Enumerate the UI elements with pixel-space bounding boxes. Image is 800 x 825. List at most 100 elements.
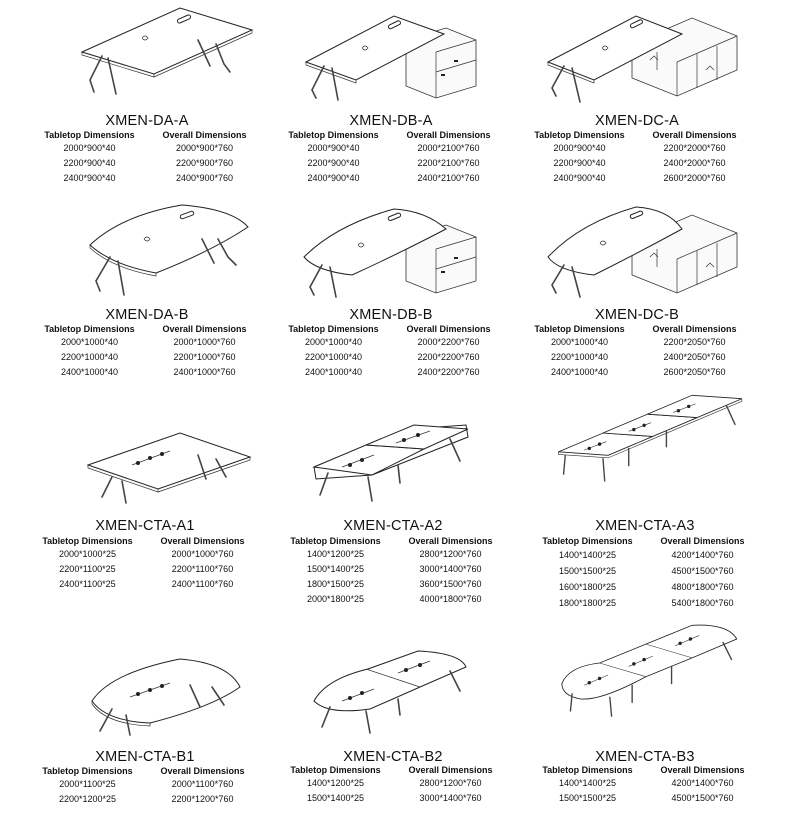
tabletop-header: Tabletop Dimensions bbox=[44, 130, 135, 140]
overall-value: 2200*1000*760 bbox=[173, 352, 236, 362]
three-section-conference-table-drawing bbox=[558, 394, 743, 482]
spec-table: Tabletop Dimensions Overall Dimensions 14… bbox=[278, 765, 508, 806]
tabletop-value: 1400*1400*25 bbox=[558, 778, 617, 788]
overall-value: 2400*1000*760 bbox=[173, 367, 236, 377]
tabletop-value: 2000*1800*25 bbox=[306, 594, 365, 604]
three-section-oval-conference-table-drawing bbox=[561, 624, 738, 717]
spec-row: 2000*1100*25 2000*1100*760 bbox=[30, 777, 260, 792]
tabletop-value: 1400*1200*25 bbox=[306, 549, 365, 559]
tabletop-value: 2200*900*40 bbox=[63, 158, 116, 168]
two-section-oval-conference-table-drawing bbox=[313, 650, 467, 734]
overall-header: Overall Dimensions bbox=[652, 324, 737, 334]
tabletop-value: 2000*1000*40 bbox=[60, 337, 119, 347]
overall-header: Overall Dimensions bbox=[160, 766, 245, 776]
rounded-desk-with-cabinet-drawing bbox=[303, 208, 477, 298]
rounded-desk-with-side-cabinet-drawing bbox=[547, 206, 738, 298]
model-name: XMEN-DC-B bbox=[595, 307, 679, 323]
spec-row: 2000*1000*40 2000*1000*760 bbox=[32, 335, 262, 350]
tabletop-value: 2200*1100*25 bbox=[59, 564, 116, 574]
tabletop-header: Tabletop Dimensions bbox=[290, 536, 381, 546]
overall-value: 2400*2100*760 bbox=[417, 173, 480, 183]
conference-table-drawing bbox=[86, 432, 252, 504]
tabletop-value: 1400*1200*25 bbox=[306, 778, 365, 788]
overall-value: 4000*1800*760 bbox=[419, 594, 482, 604]
oval-conference-table-drawing bbox=[91, 658, 241, 736]
model-name: XMEN-DB-A bbox=[349, 113, 433, 129]
tabletop-header: Tabletop Dimensions bbox=[542, 765, 633, 775]
overall-header: Overall Dimensions bbox=[408, 765, 493, 775]
overall-value: 4500*1500*760 bbox=[671, 793, 734, 803]
overall-value: 3000*1400*760 bbox=[419, 793, 482, 803]
overall-value: 2000*2200*760 bbox=[417, 337, 480, 347]
tabletop-value: 1500*1400*25 bbox=[306, 793, 365, 803]
tabletop-header: Tabletop Dimensions bbox=[534, 130, 625, 140]
spec-table: Tabletop Dimensions Overall Dimensions 20… bbox=[30, 766, 260, 807]
model-name: XMEN-CTA-A1 bbox=[95, 518, 195, 534]
spec-row: 2200*1100*25 2200*1100*760 bbox=[30, 562, 260, 577]
desk-with-side-cabinet-drawing bbox=[546, 15, 738, 103]
tabletop-value: 1800*1500*25 bbox=[306, 579, 365, 589]
overall-value: 2200*2000*760 bbox=[663, 143, 726, 153]
overall-value: 2000*900*760 bbox=[175, 143, 234, 153]
desk-with-cabinet-drawing bbox=[304, 15, 477, 101]
tabletop-value: 2000*1100*25 bbox=[59, 779, 116, 789]
model-name: XMEN-CTA-A3 bbox=[595, 518, 695, 534]
overall-value: 4200*1400*760 bbox=[671, 550, 734, 560]
overall-value: 2000*1100*760 bbox=[171, 779, 234, 789]
overall-value: 2000*1000*760 bbox=[171, 549, 234, 559]
overall-header: Overall Dimensions bbox=[162, 130, 247, 140]
overall-value: 2200*1100*760 bbox=[171, 564, 234, 574]
overall-value: 2800*1200*760 bbox=[419, 778, 482, 788]
overall-value: 5400*1800*760 bbox=[671, 598, 734, 608]
overall-value: 2400*900*760 bbox=[175, 173, 234, 183]
overall-value: 2800*1200*760 bbox=[419, 549, 482, 559]
spec-row: 1400*1200*25 2800*1200*760 bbox=[278, 776, 508, 791]
overall-value: 2400*2000*760 bbox=[663, 158, 726, 168]
tabletop-value: 2200*1000*40 bbox=[304, 352, 363, 362]
overall-header: Overall Dimensions bbox=[660, 536, 745, 546]
desk-drawing bbox=[80, 7, 254, 95]
tabletop-value: 2200*1200*25 bbox=[58, 794, 117, 804]
model-name: XMEN-CTA-B3 bbox=[595, 749, 695, 765]
tabletop-header: Tabletop Dimensions bbox=[44, 324, 135, 334]
spec-row: 1500*1400*25 3000*1400*760 bbox=[278, 791, 508, 806]
overall-value: 2000*1000*760 bbox=[173, 337, 236, 347]
overall-value: 2200*2050*760 bbox=[663, 337, 726, 347]
tabletop-value: 1800*1800*25 bbox=[558, 598, 617, 608]
two-section-conference-table-drawing bbox=[312, 424, 469, 502]
tabletop-value: 2400*900*40 bbox=[553, 173, 606, 183]
tabletop-value: 2200*1000*40 bbox=[60, 352, 119, 362]
tabletop-header: Tabletop Dimensions bbox=[290, 765, 381, 775]
tabletop-header: Tabletop Dimensions bbox=[42, 766, 133, 776]
spec-row: 1800*1800*25 5400*1800*760 bbox=[530, 595, 760, 611]
tabletop-value: 2200*900*40 bbox=[553, 158, 606, 168]
rounded-desk-drawing bbox=[89, 204, 249, 296]
